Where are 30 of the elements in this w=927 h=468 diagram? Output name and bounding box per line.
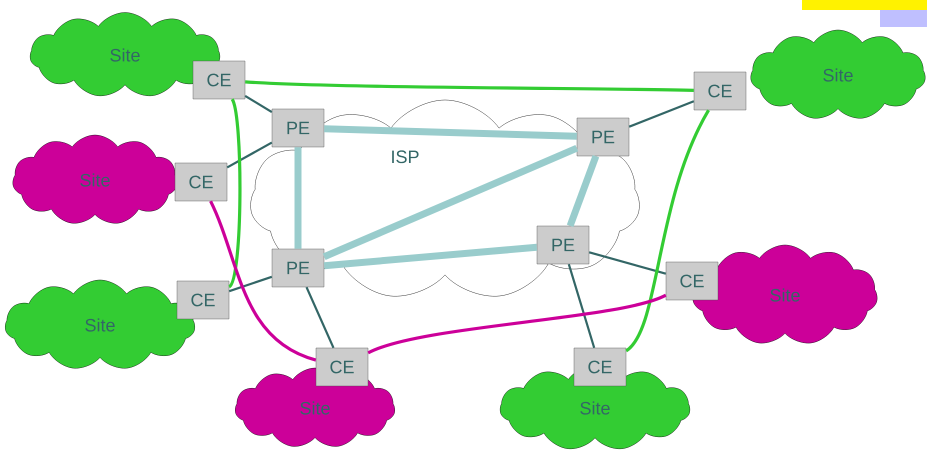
router-box: CE bbox=[666, 262, 718, 300]
router-box: CE bbox=[574, 348, 626, 386]
vpn-path bbox=[625, 109, 710, 352]
backbone-link bbox=[324, 244, 538, 270]
link-line bbox=[628, 100, 694, 128]
backbone-link bbox=[566, 154, 600, 228]
vpn-path bbox=[228, 98, 242, 288]
router-box: PE bbox=[272, 108, 324, 148]
vpn-path bbox=[245, 80, 694, 92]
router-box: PE bbox=[272, 248, 324, 288]
router-box: PE bbox=[576, 118, 630, 156]
router-box: PE bbox=[536, 226, 590, 264]
router-box: CE bbox=[174, 162, 228, 202]
link-line bbox=[588, 251, 666, 275]
link-line bbox=[568, 264, 596, 348]
router-box: CE bbox=[316, 348, 368, 386]
vpn-path bbox=[368, 294, 666, 354]
link-line bbox=[226, 142, 272, 168]
backbone-link bbox=[322, 144, 578, 260]
router-box: CE bbox=[192, 60, 246, 100]
router-box: CE bbox=[176, 280, 230, 320]
link-line bbox=[244, 94, 272, 114]
site-cloud: Site bbox=[12, 134, 178, 224]
vpn-path bbox=[209, 200, 316, 362]
link-line bbox=[228, 276, 272, 292]
link-line bbox=[306, 286, 334, 348]
backbone-link bbox=[294, 147, 302, 249]
site-cloud: Site bbox=[750, 30, 926, 118]
router-box: CE bbox=[694, 72, 746, 110]
backbone-link bbox=[324, 125, 577, 140]
